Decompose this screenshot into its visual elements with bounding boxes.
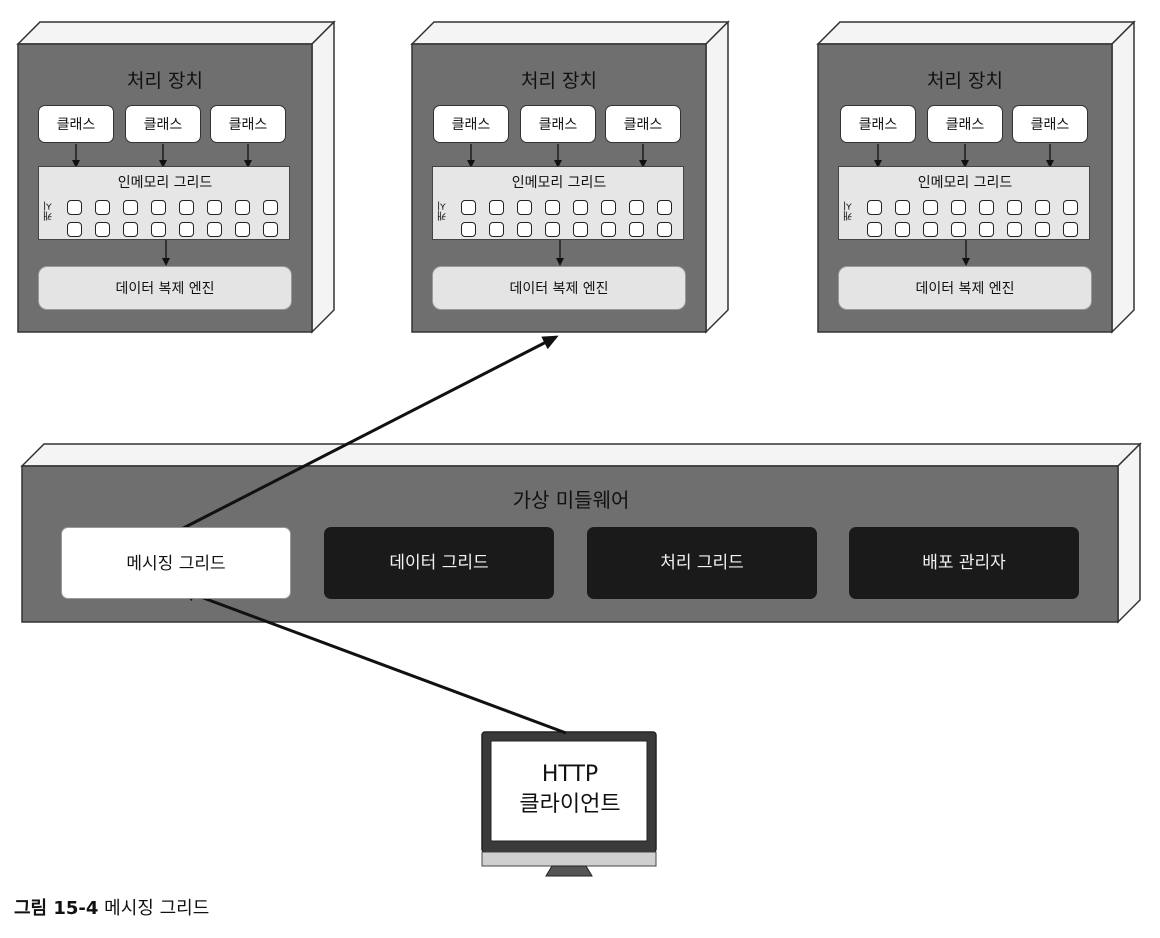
class-box: 클래스 <box>840 105 916 143</box>
figure-caption: 그림 15-4 메시징 그리드 <box>14 894 209 920</box>
class-box: 클래스 <box>605 105 681 143</box>
in-memory-grid: 인메모리 그리드 캐시 <box>432 166 684 240</box>
cache-cell <box>95 222 110 237</box>
cache-cell <box>461 200 476 215</box>
cache-cell <box>979 222 994 237</box>
cache-cell <box>1007 200 1022 215</box>
unit-internal-arrows <box>72 144 1054 266</box>
cache-cell <box>123 222 138 237</box>
cache-cell <box>895 200 910 215</box>
caption-text: 메시징 그리드 <box>104 898 210 919</box>
client-line-2: 클라이언트 <box>519 792 621 817</box>
cache-cell <box>517 200 532 215</box>
class-box: 클래스 <box>125 105 201 143</box>
unit-title: 처리 장치 <box>521 70 597 92</box>
http-client: HTTP 클라이언트 <box>490 760 650 820</box>
class-box: 클래스 <box>38 105 114 143</box>
data-grid: 데이터 그리드 <box>324 527 554 599</box>
cache-cell <box>123 200 138 215</box>
cache-cell <box>67 200 82 215</box>
cache-cell <box>979 200 994 215</box>
messaging-grid: 메시징 그리드 <box>61 527 291 599</box>
cache-cell <box>657 200 672 215</box>
grid-title: 인메모리 그리드 <box>511 175 607 191</box>
caption-label: 그림 15-4 <box>14 898 99 919</box>
cache-cell <box>923 222 938 237</box>
cache-cell <box>151 222 166 237</box>
cache-cell <box>895 222 910 237</box>
cache-cell <box>179 222 194 237</box>
cache-cell <box>1063 222 1078 237</box>
cache-cell <box>95 200 110 215</box>
unit-title: 처리 장치 <box>127 70 203 92</box>
cache-cell <box>545 200 560 215</box>
cache-cell <box>923 200 938 215</box>
cache-cell <box>545 222 560 237</box>
cache-cell <box>235 200 250 215</box>
cache-cell <box>1063 200 1078 215</box>
cache-cell <box>601 200 616 215</box>
cache-cell <box>263 200 278 215</box>
class-box: 클래스 <box>927 105 1003 143</box>
cache-cell <box>67 222 82 237</box>
grid-title: 인메모리 그리드 <box>917 175 1013 191</box>
cache-cell <box>629 222 644 237</box>
cache-cell <box>489 222 504 237</box>
cache-cell <box>573 200 588 215</box>
class-box: 클래스 <box>210 105 286 143</box>
cache-cell <box>263 222 278 237</box>
cache-cell <box>461 222 476 237</box>
flow-arrows <box>159 335 567 735</box>
in-memory-grid: 인메모리 그리드 캐시 <box>38 166 290 240</box>
cache-label: 캐시 <box>438 201 449 221</box>
cache-label: 캐시 <box>844 201 855 221</box>
grid-title: 인메모리 그리드 <box>117 175 213 191</box>
replication-engine: 데이터 복제 엔진 <box>38 266 292 310</box>
cache-cell <box>179 200 194 215</box>
cache-cell <box>573 222 588 237</box>
cache-cell <box>951 222 966 237</box>
cache-cell <box>517 222 532 237</box>
cache-cell <box>629 200 644 215</box>
class-box: 클래스 <box>1012 105 1088 143</box>
deployment-manager: 배포 관리자 <box>849 527 1079 599</box>
cache-cell <box>1035 222 1050 237</box>
processing-grid: 처리 그리드 <box>587 527 817 599</box>
middleware-title: 가상 미들웨어 <box>512 488 630 512</box>
cache-cell <box>867 222 882 237</box>
replication-engine: 데이터 복제 엔진 <box>432 266 686 310</box>
class-box: 클래스 <box>433 105 509 143</box>
class-box: 클래스 <box>520 105 596 143</box>
cache-cell <box>1035 200 1050 215</box>
client-line-1: HTTP <box>541 762 599 787</box>
cache-cell <box>657 222 672 237</box>
cache-cell <box>867 200 882 215</box>
monitor-icon <box>481 731 657 877</box>
cache-cell <box>207 200 222 215</box>
cache-cell <box>951 200 966 215</box>
in-memory-grid: 인메모리 그리드 캐시 <box>838 166 1090 240</box>
cache-cell <box>601 222 616 237</box>
unit-title: 처리 장치 <box>927 70 1003 92</box>
cache-cell <box>1007 222 1022 237</box>
cache-cell <box>489 200 504 215</box>
cache-cell <box>151 200 166 215</box>
cache-cell <box>235 222 250 237</box>
cache-label: 캐시 <box>44 201 55 221</box>
cache-cell <box>207 222 222 237</box>
replication-engine: 데이터 복제 엔진 <box>838 266 1092 310</box>
